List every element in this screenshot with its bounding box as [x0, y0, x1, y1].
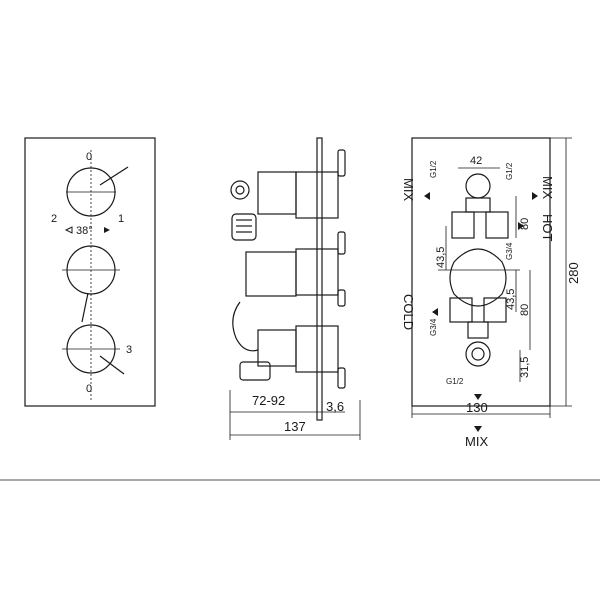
- label-g12-bottom: G1/2: [446, 377, 464, 386]
- label-mix-bottom: MIX: [465, 434, 488, 449]
- label-dim-31-5: 31,5: [519, 357, 531, 378]
- back-center-chamber: [449, 248, 507, 307]
- side-lever-bottom: [337, 367, 346, 389]
- label-hot: HOT: [540, 214, 555, 242]
- label-dim-137: 137: [284, 419, 306, 434]
- knob-top-lever: [99, 166, 129, 186]
- side-outlet-bottom: [239, 361, 271, 381]
- side-wall-plate: [316, 137, 323, 421]
- label-dim-43-5-right: 43,5: [505, 289, 517, 310]
- side-outlet-pipe: [232, 301, 259, 352]
- label-front-2: 2: [51, 213, 57, 225]
- side-lever-middle-top: [337, 231, 346, 255]
- side-body-bottom: [257, 329, 297, 367]
- label-front-0-top: 0: [86, 151, 92, 163]
- label-g12-left: G1/2: [429, 160, 438, 178]
- side-body-top: [257, 171, 297, 215]
- label-dim-80-mid: 80: [519, 304, 531, 316]
- side-inlet-top-inner: [235, 185, 245, 195]
- side-inlet-second: [231, 213, 257, 241]
- label-dim-280: 280: [566, 262, 581, 284]
- arrow-left-cold-icon: [432, 308, 438, 316]
- knob-middle-lever: [81, 292, 89, 323]
- label-dim-80-top: 80: [519, 218, 531, 230]
- label-dim-130: 130: [466, 400, 488, 415]
- back-lower-neck: [467, 321, 489, 339]
- label-mix-left: MIX: [401, 178, 416, 201]
- arrow-left-top-icon: [424, 192, 430, 200]
- angle-arrow-left-icon: [64, 226, 73, 234]
- label-front-1: 1: [118, 213, 124, 225]
- label-g34-right: G3/4: [505, 242, 514, 260]
- side-view: 72-92 3,6 137: [229, 137, 361, 440]
- arrow-right-top-icon: [532, 192, 538, 200]
- side-body-middle: [245, 251, 297, 297]
- back-top-neck: [465, 197, 491, 213]
- back-top-connector: [465, 173, 491, 199]
- back-bottom-connector-inner: [471, 347, 485, 361]
- arrow-down-mix-icon: [474, 394, 482, 400]
- label-dim-72-92: 72-92: [252, 393, 285, 408]
- front-plate: [24, 137, 156, 407]
- knob-bottom-lever: [99, 355, 125, 375]
- back-bottom-connector: [465, 341, 491, 367]
- arrow-down-bottom-icon: [474, 426, 482, 432]
- label-dim-3-6: 3,6: [326, 399, 344, 414]
- front-view: 0 2 1 38° 3 0: [24, 137, 156, 407]
- label-cold: COLD: [401, 294, 416, 330]
- label-mix-right: MIX: [540, 176, 555, 199]
- label-g12-right: G1/2: [505, 162, 514, 180]
- side-inlet-top: [230, 180, 250, 200]
- side-lever-middle-bottom: [337, 289, 346, 307]
- arrow-right-hot-icon: [518, 222, 524, 230]
- label-front-0-bottom: 0: [86, 383, 92, 395]
- label-dim-42: 42: [470, 155, 482, 167]
- back-view: MIX COLD MIX HOT 42 G1/2 G1/2 G3/4 G3/4 …: [401, 137, 581, 449]
- label-front-3: 3: [126, 344, 132, 356]
- back-lower-right-port: [483, 297, 507, 323]
- back-lower-left-port: [449, 297, 473, 323]
- label-g34-left: G3/4: [429, 318, 438, 336]
- side-lever-top: [337, 149, 346, 177]
- label-dim-43-5-left: 43,5: [435, 247, 447, 268]
- back-plate: [411, 137, 551, 407]
- back-left-port: [451, 211, 475, 239]
- angle-arrow-right-icon: [104, 227, 110, 233]
- back-right-port: [485, 211, 509, 239]
- label-angle: 38°: [76, 225, 93, 237]
